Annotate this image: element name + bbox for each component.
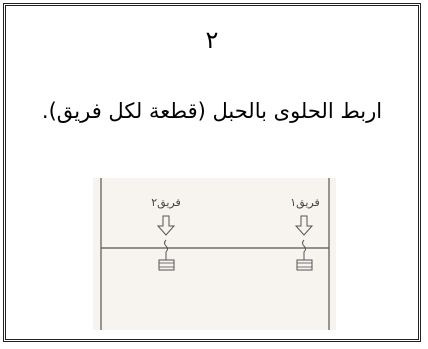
team-right-label: فريق١: [290, 196, 320, 210]
down-arrow-icon: [156, 215, 176, 236]
string-knot-right: [302, 239, 306, 260]
down-arrow-icon: [294, 215, 314, 236]
sketch-svg: فريق٢ فريق١: [100, 178, 330, 330]
string-knot-left: [164, 239, 168, 260]
step-number: ٢: [205, 26, 219, 54]
team-left-label: فريق٢: [151, 196, 181, 210]
activity-card: ٢ اربط الحلوى بالحبل (قطعة لكل فريق). فر…: [3, 3, 421, 342]
rope-candy-illustration: فريق٢ فريق١: [93, 178, 336, 330]
instruction-text: اربط الحلوى بالحبل (قطعة لكل فريق).: [41, 99, 383, 123]
candy-icon: [296, 259, 313, 271]
candy-icon: [158, 259, 175, 271]
